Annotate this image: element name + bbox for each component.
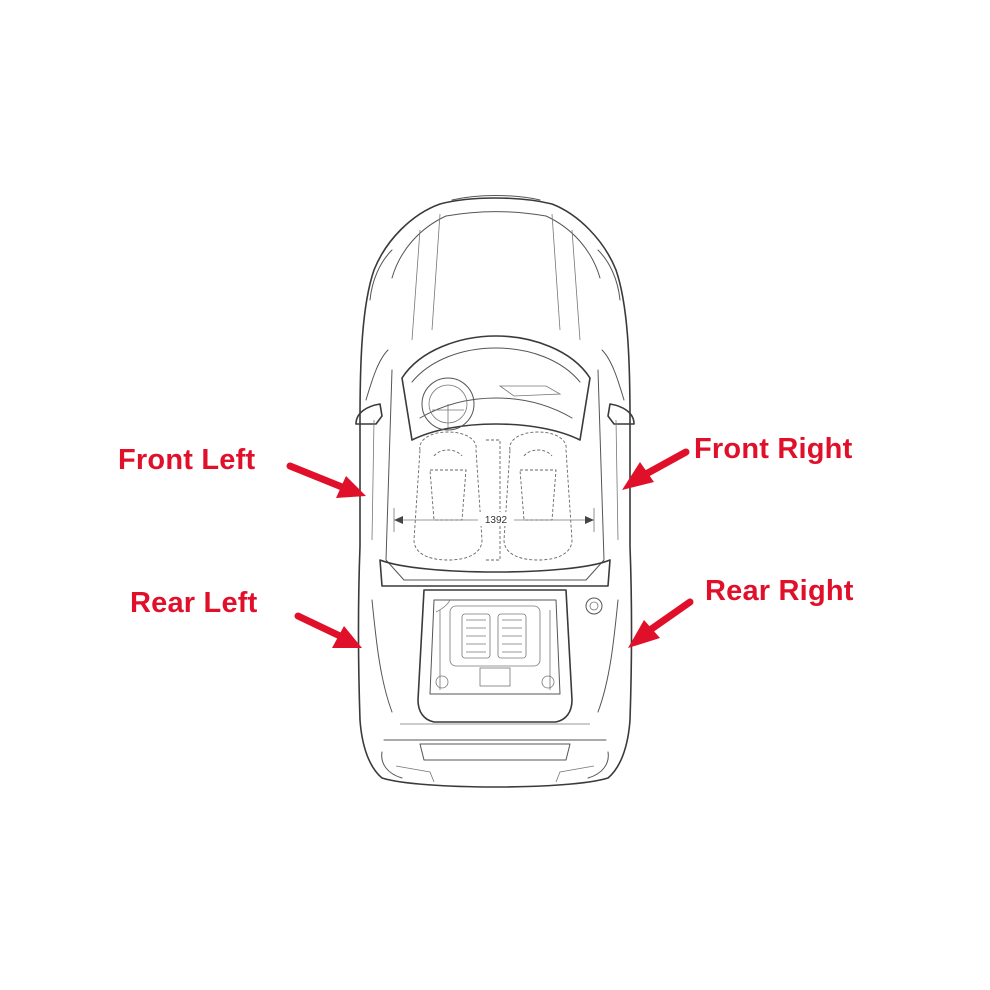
seats: [413, 431, 573, 561]
dimension-line: 1392: [393, 508, 595, 532]
fuel-cap: [585, 597, 603, 615]
label-front-left: Front Left: [118, 444, 256, 476]
car-body: [357, 195, 633, 788]
arrow-rear-right: [628, 598, 694, 648]
door-lines: [371, 369, 619, 581]
engine-bay: [417, 589, 573, 723]
rear-deck: [379, 559, 611, 587]
windshield: [401, 335, 591, 441]
label-front-right: Front Right: [694, 433, 853, 465]
arrow-front-left: [286, 462, 366, 498]
label-rear-right: Rear Right: [705, 575, 854, 607]
steering-wheel: [421, 377, 562, 431]
rear-bumper: [371, 599, 619, 783]
arrow-front-right: [622, 448, 690, 490]
dimension-label: 1392: [485, 515, 508, 526]
arrow-rear-left: [294, 612, 362, 648]
side-mirrors: [355, 403, 635, 425]
label-rear-left: Rear Left: [130, 587, 258, 619]
